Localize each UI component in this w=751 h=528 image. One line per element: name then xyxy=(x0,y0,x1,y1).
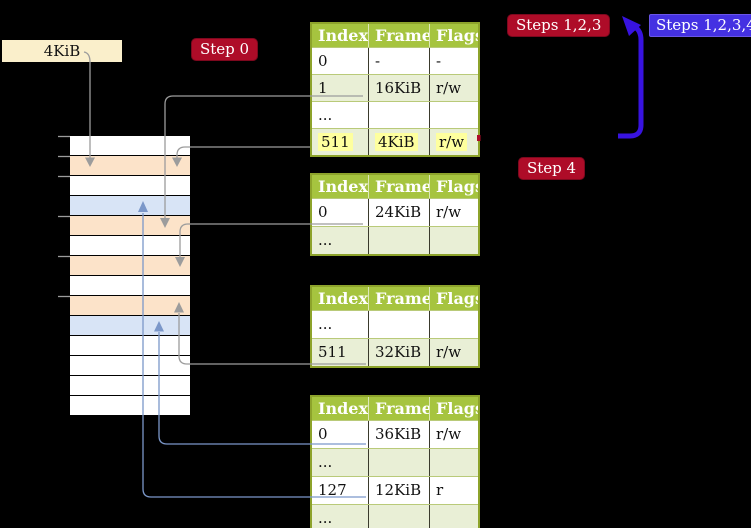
table-row: 0-- xyxy=(312,47,478,74)
table-cell: ... xyxy=(312,311,369,338)
table-header-cell: Frame xyxy=(369,24,430,47)
memory-frame-row-9 xyxy=(70,316,190,336)
memory-frame-row-11 xyxy=(70,356,190,376)
table-header-cell: Frame xyxy=(369,287,430,310)
translation-path-arrow xyxy=(618,16,644,139)
highlighted-value: 511 xyxy=(318,133,353,151)
steps1234-badge: Steps 1,2,3,4 xyxy=(649,14,751,37)
memory-address-ticks xyxy=(58,135,70,298)
table-cell: 16KiB xyxy=(369,75,430,101)
frame-size-label: 4KiB xyxy=(2,40,122,62)
table-cell xyxy=(369,505,430,528)
memory-frame-row-12 xyxy=(70,376,190,396)
table-row: ... xyxy=(312,226,478,254)
table-cell: - xyxy=(369,48,430,74)
steps123-badge: Steps 1,2,3 xyxy=(507,14,611,37)
highlighted-value: r/w xyxy=(436,133,468,151)
table-cell xyxy=(430,449,478,476)
memory-frame-row-3 xyxy=(70,196,190,216)
arrow-table1-row511-to-frame-4kib xyxy=(172,146,310,167)
table-cell xyxy=(430,102,478,128)
table-cell: ... xyxy=(312,227,369,254)
table-cell: r xyxy=(436,481,444,499)
table-cell: 24KiB xyxy=(369,199,430,226)
memory-frame-row-8 xyxy=(70,296,190,316)
table-header-cell: Frame xyxy=(369,175,430,198)
table-cell: r/w xyxy=(436,203,462,221)
memory-frame-row-10 xyxy=(70,336,190,356)
table-cell xyxy=(369,449,430,476)
table-row: ... xyxy=(312,448,478,476)
table-header-cell: Flags xyxy=(436,26,478,45)
step0-badge: Step 0 xyxy=(191,38,259,61)
memory-frame-row-2 xyxy=(70,176,190,196)
memory-frame-row-6 xyxy=(70,256,190,276)
table-header-cell: Flags xyxy=(436,177,478,196)
table-cell xyxy=(430,311,478,338)
table-cell: 511 xyxy=(312,339,369,366)
table-cell: 511 xyxy=(312,129,369,155)
physical-memory-column xyxy=(70,136,190,416)
table-header-cell: Index xyxy=(312,397,369,420)
table-cell: 36KiB xyxy=(369,421,430,448)
table-cell: 0 xyxy=(312,199,369,226)
memory-frame-row-5 xyxy=(70,236,190,256)
table-cell: r/w xyxy=(436,343,462,361)
memory-frame-row-0 xyxy=(70,136,190,156)
table-row: 511 4KiB r/w xyxy=(312,128,478,155)
table-row: ... xyxy=(312,101,478,128)
table-cell: ... xyxy=(312,449,369,476)
table-cell: 32KiB xyxy=(369,339,430,366)
table-row: ... xyxy=(312,310,478,338)
table-cell: 4KiB xyxy=(369,129,430,155)
table-cell xyxy=(369,102,430,128)
table-row: ... xyxy=(312,504,478,528)
table-cell: 1 xyxy=(312,75,369,101)
memory-frame-row-13 xyxy=(70,396,190,416)
table-cell: 0 xyxy=(312,421,369,448)
table-cell: r/w xyxy=(436,79,462,97)
highlighted-value: 4KiB xyxy=(375,133,418,151)
memory-frame-row-7 xyxy=(70,276,190,296)
memory-frame-row-4 xyxy=(70,216,190,236)
table-header-cell: Frame xyxy=(369,397,430,420)
table-cell: - xyxy=(436,52,442,70)
table-cell: ... xyxy=(312,505,369,528)
step4-badge: Step 4 xyxy=(518,157,586,180)
table-header-cell: Flags xyxy=(436,399,478,418)
table-cell: ... xyxy=(312,102,369,128)
table-header-cell: Index xyxy=(312,24,369,47)
table-header-cell: Flags xyxy=(436,289,478,308)
table-cell xyxy=(369,311,430,338)
table-cell: 0 xyxy=(312,48,369,74)
table-cell: r/w xyxy=(436,425,462,443)
table-cell: 127 xyxy=(312,477,369,504)
memory-frame-row-1 xyxy=(70,156,190,176)
table-cell: r/w xyxy=(430,129,478,155)
table-cell xyxy=(369,227,430,254)
table-header-cell: Index xyxy=(312,287,369,310)
table-cell xyxy=(430,505,478,528)
table-cell xyxy=(430,227,478,254)
table-header-cell: Index xyxy=(312,175,369,198)
table-cell: 12KiB xyxy=(369,477,430,504)
